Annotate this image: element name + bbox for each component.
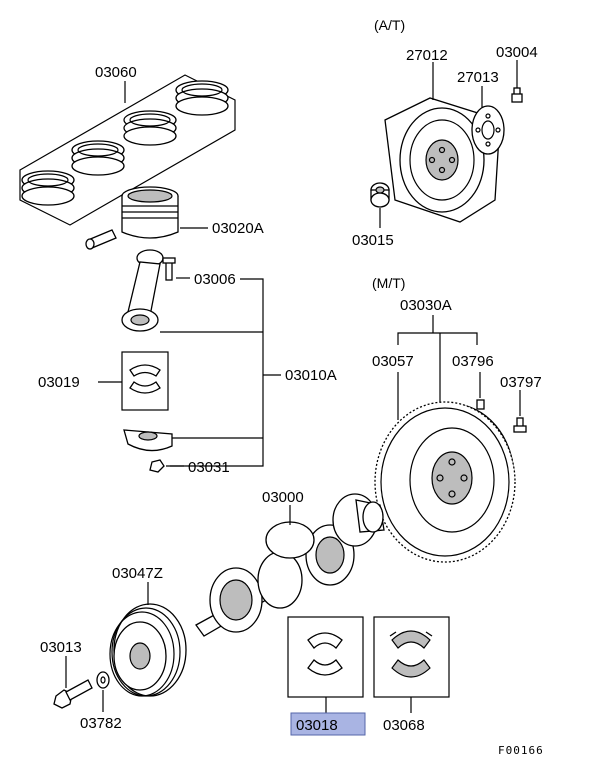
thrust-bearing-03068-drawing <box>389 630 433 678</box>
part-label-03782[interactable]: 03782 <box>80 715 122 732</box>
bolt-03004-drawing <box>511 87 523 103</box>
bushing-03015-drawing <box>370 182 390 208</box>
figure-id: F00166 <box>498 744 544 757</box>
highlight-03018[interactable] <box>290 712 366 736</box>
bolt-03797-drawing <box>513 417 527 433</box>
washer-drawing <box>96 671 110 689</box>
adapter-plate-drawing <box>471 105 505 155</box>
part-label-03006[interactable]: 03006 <box>194 271 236 288</box>
connecting-rod-drawing <box>121 249 176 332</box>
dowel-pin-03796-drawing <box>476 399 485 410</box>
part-label-03068[interactable]: 03068 <box>383 717 425 734</box>
part-label-03796[interactable]: 03796 <box>452 353 494 370</box>
section-label-mt: (M/T) <box>372 275 405 291</box>
piston-rings-drawing <box>19 74 236 226</box>
part-label-03004[interactable]: 03004 <box>496 44 538 61</box>
bearing-box-03018 <box>287 616 364 698</box>
part-label-03047z[interactable]: 03047Z <box>112 565 163 582</box>
part-label-03015[interactable]: 03015 <box>352 232 394 249</box>
conrod-bearing-drawing <box>129 364 161 394</box>
part-label-03013[interactable]: 03013 <box>40 639 82 656</box>
part-label-27013[interactable]: 27013 <box>457 69 499 86</box>
part-label-03057[interactable]: 03057 <box>372 353 414 370</box>
part-label-03797[interactable]: 03797 <box>500 374 542 391</box>
crank-pulley-drawing <box>109 603 187 697</box>
part-label-27012[interactable]: 27012 <box>406 47 448 64</box>
drive-plate-drawing <box>384 97 501 223</box>
part-label-03030a[interactable]: 03030A <box>400 297 452 314</box>
part-label-03018[interactable]: 03018 <box>296 717 338 734</box>
nut-drawing <box>149 459 165 473</box>
rod-cap-drawing <box>123 429 173 452</box>
main-bearing-03018-drawing <box>307 632 343 676</box>
piston-drawing <box>85 186 179 250</box>
pulley-bolt-drawing <box>53 679 93 709</box>
part-label-03019[interactable]: 03019 <box>38 374 80 391</box>
crankshaft-drawing <box>195 493 385 637</box>
part-label-03010a[interactable]: 03010A <box>285 367 337 384</box>
part-label-03060[interactable]: 03060 <box>95 64 137 81</box>
section-label-at: (A/T) <box>374 17 405 33</box>
part-label-03031[interactable]: 03031 <box>188 459 230 476</box>
flywheel-drawing <box>374 401 516 563</box>
bearing-box-03019 <box>121 351 169 411</box>
bearing-box-03068 <box>373 616 450 698</box>
part-label-03020a[interactable]: 03020A <box>212 220 264 237</box>
part-label-03000[interactable]: 03000 <box>262 489 304 506</box>
